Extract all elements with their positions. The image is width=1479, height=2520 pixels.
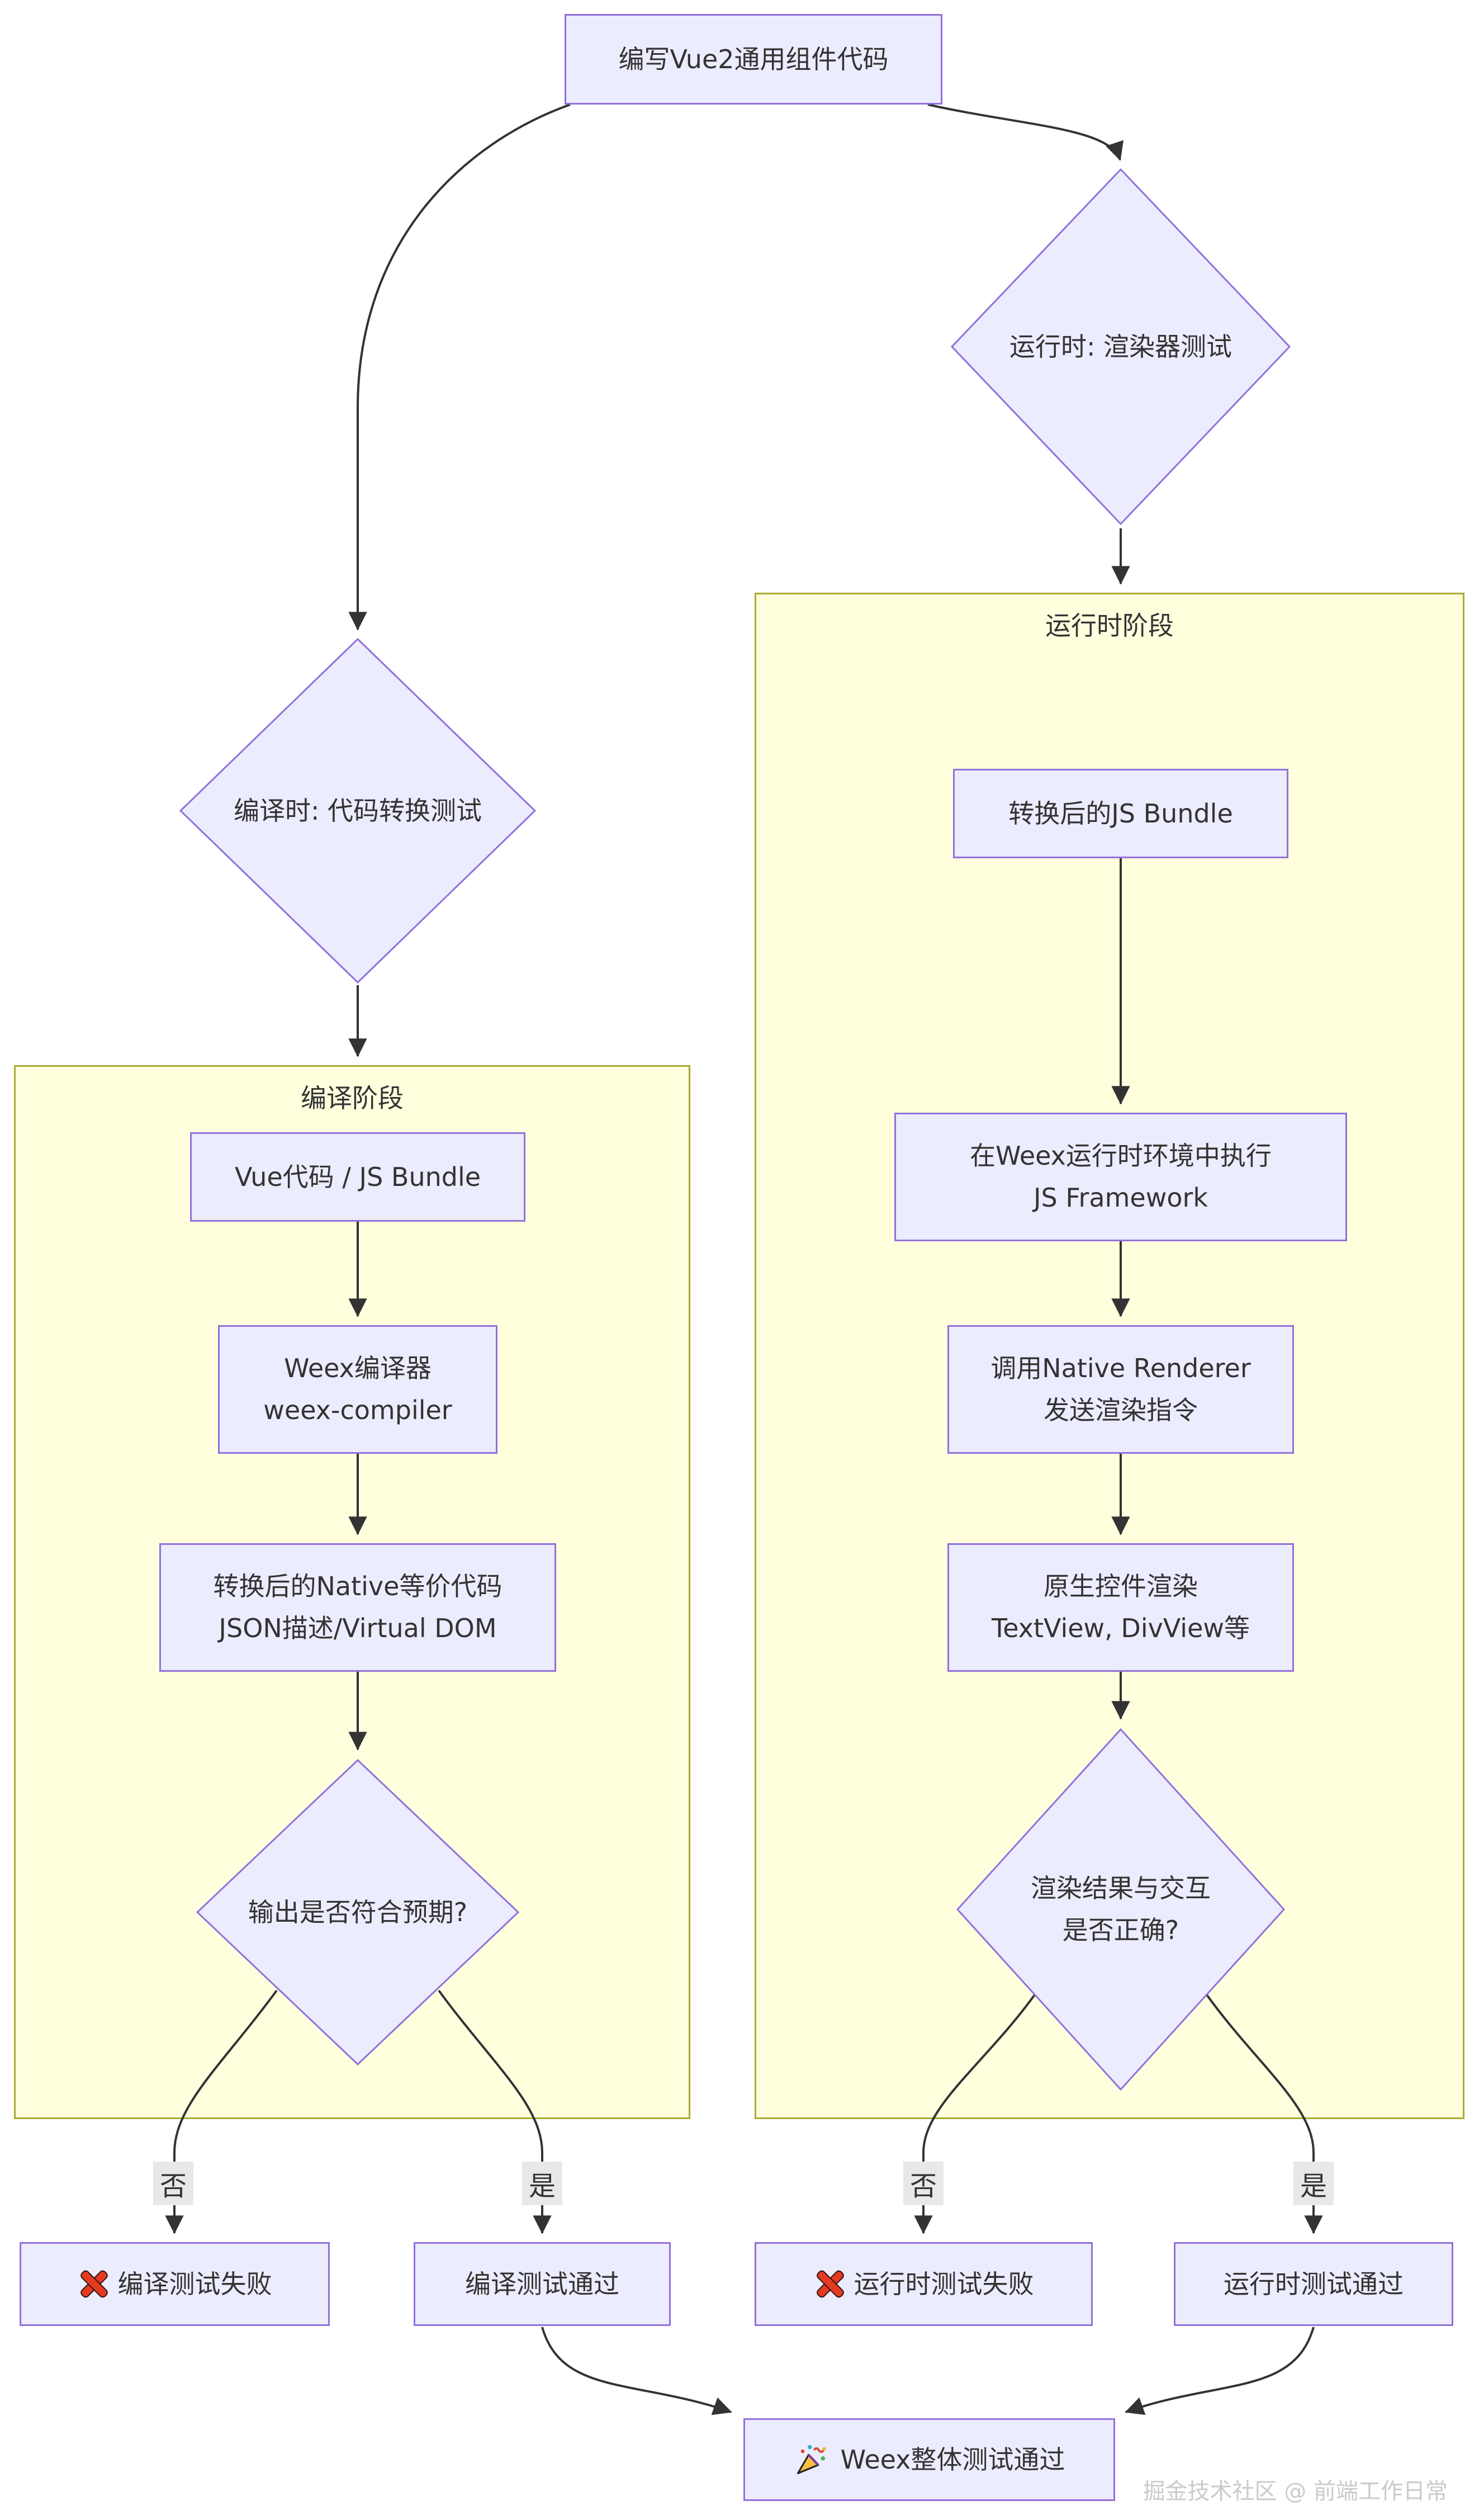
node-label: Vue代码 / JS Bundle: [234, 1161, 481, 1192]
node-label: 编译测试失败: [117, 2268, 272, 2299]
node-label: 运行时测试失败: [854, 2268, 1034, 2299]
node-label: 运行时测试通过: [1224, 2268, 1404, 2299]
node-weex-compiler: Weex编译器 weex-compiler: [218, 1325, 497, 1454]
decision-label-line1: 渲染结果与交互: [1031, 1873, 1211, 1904]
decision-label: 输出是否符合预期?: [248, 1897, 468, 1927]
node-runtime-test-failed: 运行时测试失败: [755, 2242, 1093, 2326]
edge-label-no: 否: [153, 2162, 194, 2205]
cluster-compile-title: 编译阶段: [301, 1083, 404, 1113]
node-compile-test-passed: 编译测试通过: [414, 2242, 671, 2326]
node-vue-code-js-bundle: Vue代码 / JS Bundle: [190, 1132, 525, 1222]
node-label-line2: JSON描述/Virtual DOM: [219, 1613, 497, 1643]
node-write-vue2-code: 编写Vue2通用组件代码: [565, 14, 942, 105]
party-popper-icon: [797, 2445, 826, 2475]
node-label-line2: TextView, DivView等: [991, 1613, 1250, 1643]
edge-start-to-compile-decision: [348, 103, 571, 631]
decision-render-result-correct: 渲染结果与交互 是否正确?: [956, 1728, 1286, 2091]
node-label: 编写Vue2通用组件代码: [618, 44, 889, 74]
node-label-line1: 转换后的Native等价代码: [213, 1571, 503, 1602]
decision-output-matches-expectation: 输出是否符合预期?: [196, 1758, 520, 2066]
cluster-runtime-title: 运行时阶段: [1045, 611, 1174, 641]
node-label: Weex整体测试通过: [840, 2444, 1065, 2475]
node-label-line1: 在Weex运行时环境中执行: [970, 1141, 1272, 1171]
edge-render-check-no: [914, 1988, 1040, 2234]
node-execute-in-weex-runtime: 在Weex运行时环境中执行 JS Framework: [894, 1113, 1347, 1241]
node-label-line1: 调用Native Renderer: [990, 1353, 1251, 1384]
node-call-native-renderer: 调用Native Renderer 发送渲染指令: [947, 1325, 1294, 1454]
cross-mark-icon: [78, 2270, 107, 2299]
node-native-widget-rendering: 原生控件渲染 TextView, DivView等: [947, 1543, 1294, 1672]
node-compile-test-failed: 编译测试失败: [20, 2242, 330, 2326]
node-label-line2: weex-compiler: [263, 1395, 452, 1425]
node-label: 编译测试通过: [465, 2268, 619, 2299]
decision-label: 运行时: 渲染器测试: [1009, 331, 1232, 362]
edge-output-check-yes: [438, 1989, 552, 2234]
node-label-line2: JS Framework: [1033, 1183, 1208, 1213]
node-label-line1: Weex编译器: [284, 1353, 432, 1384]
node-label-line2: 发送渲染指令: [1044, 1395, 1198, 1425]
node-label-line1: 原生控件渲染: [1044, 1571, 1198, 1602]
edge-output-check-no: [165, 1989, 278, 2234]
node-converted-js-bundle: 转换后的JS Bundle: [953, 769, 1288, 858]
decision-label-line2: 是否正确?: [1062, 1915, 1179, 1945]
edge-render-check-yes: [1202, 1988, 1323, 2234]
edge-label-yes: 是: [1293, 2162, 1334, 2205]
edge-compile-pass-to-overall: [541, 2327, 732, 2415]
decision-label: 编译时: 代码转换测试: [233, 795, 482, 826]
edge-start-to-runtime-decision: [927, 103, 1124, 161]
watermark: 掘金技术社区 @ 前端工作日常: [1143, 2479, 1448, 2504]
edge-label-yes: 是: [522, 2162, 563, 2205]
node-weex-overall-test-passed: Weex整体测试通过: [743, 2418, 1115, 2501]
node-runtime-test-passed: 运行时测试通过: [1174, 2242, 1453, 2326]
node-native-equivalent-code: 转换后的Native等价代码 JSON描述/Virtual DOM: [159, 1543, 556, 1672]
node-label: 转换后的JS Bundle: [1008, 798, 1233, 829]
edge-label-no: 否: [903, 2162, 944, 2205]
edge-runtime-pass-to-overall: [1125, 2327, 1315, 2415]
decision-runtime-renderer-test: 运行时: 渲染器测试: [950, 168, 1291, 526]
cross-mark-icon: [814, 2270, 843, 2299]
decision-compile-transform-test: 编译时: 代码转换测试: [179, 637, 537, 984]
